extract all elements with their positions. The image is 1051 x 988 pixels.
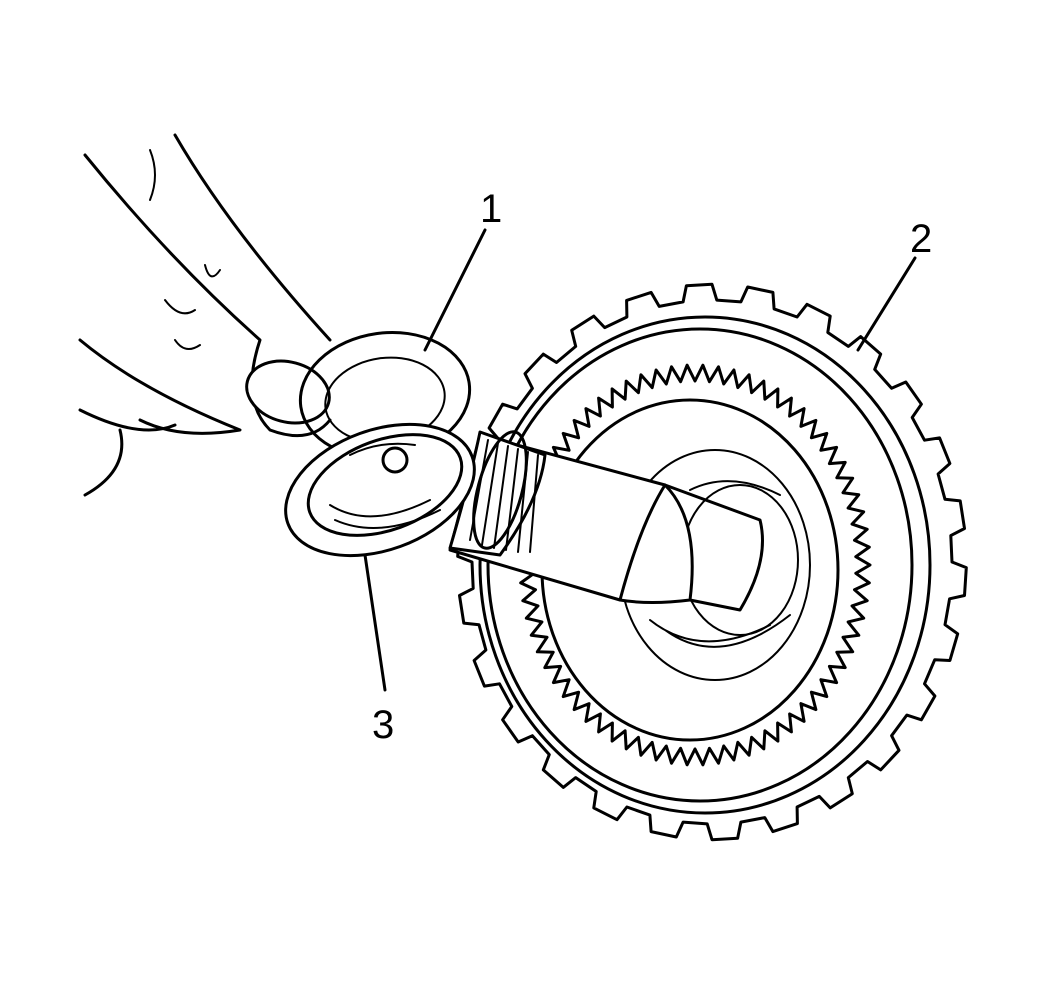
bearing-center-pin — [381, 446, 409, 474]
callout-2-label: 2 — [910, 217, 932, 261]
leader-line-2 — [856, 256, 917, 352]
thrust-bearing — [284, 422, 476, 558]
leader-line-1 — [423, 228, 487, 352]
callout-1-label: 1 — [480, 187, 502, 231]
bearing-outer-race — [284, 422, 476, 558]
clutch-plate-edge — [478, 315, 932, 815]
technician-hand — [78, 133, 332, 497]
shaft-end — [472, 430, 528, 550]
shaft-splines — [469, 439, 539, 553]
callout-3-label: 3 — [372, 703, 394, 747]
finger-creases — [149, 149, 221, 350]
hub-shading-arcs — [649, 480, 791, 648]
shaft-step — [618, 483, 764, 612]
bearing-rollers — [329, 442, 441, 529]
finger-outline — [78, 133, 332, 497]
leader-lines — [363, 228, 917, 692]
fingernail — [245, 359, 331, 425]
leader-line-3 — [363, 553, 387, 692]
bearing-inner-race — [306, 433, 464, 537]
clutch-plate-inner-edge — [486, 327, 914, 803]
